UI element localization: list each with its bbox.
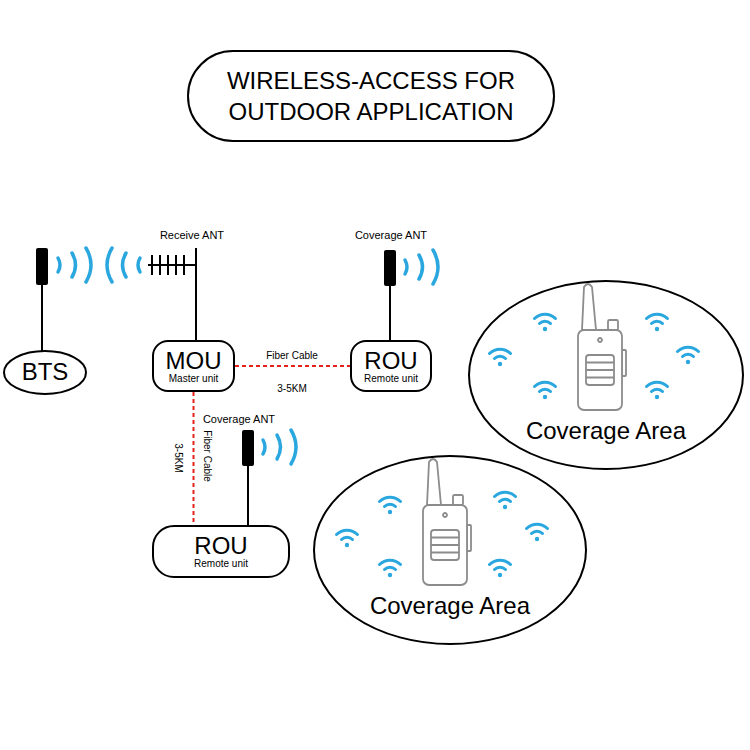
title: WIRELESS-ACCESS FOR OUTDOOR APPLICATION (211, 65, 531, 127)
node-title: Coverage Area (370, 593, 530, 618)
wifi-icon (527, 524, 548, 541)
antenna-cable (41, 284, 43, 351)
radio-wave (405, 260, 407, 274)
remote-unit-box: ROURemote unit (350, 340, 432, 392)
wifi-icon (337, 530, 358, 547)
text-group: Coverage Area (526, 418, 686, 443)
coverage-antenna (242, 430, 254, 526)
radio-wave (58, 258, 60, 272)
wifi-icon (490, 349, 511, 366)
radio-wave (433, 250, 438, 284)
wifi-icon (380, 560, 401, 577)
node-title: Coverage Area (526, 418, 686, 443)
text-group: ROURemote unit (194, 533, 248, 570)
coverage-area: Coverage Area (313, 455, 587, 645)
text-group: ROURemote unit (364, 348, 418, 385)
wifi-icon (535, 382, 556, 399)
radio-wave (123, 253, 127, 277)
antenna-label: Receive ANT (158, 229, 226, 241)
radio-waves (58, 248, 91, 282)
walkie-talkie (423, 459, 471, 585)
coverage-antenna (384, 250, 396, 341)
radio-wave (277, 435, 281, 459)
antenna-cable (389, 284, 391, 341)
node-subtitle: Remote unit (364, 374, 418, 385)
wifi-icon (647, 314, 668, 331)
antenna-body (36, 248, 48, 285)
text-group: BTS (22, 359, 69, 384)
ellipse-outline (314, 456, 586, 644)
radio-wave (138, 258, 140, 272)
coverage-area: Coverage Area (468, 280, 744, 470)
yagi-boom (148, 264, 196, 266)
fiber-cable (235, 365, 350, 367)
fiber-cable (193, 392, 195, 525)
radio-wave (419, 255, 423, 279)
title-box: WIRELESS-ACCESS FOR OUTDOOR APPLICATION (187, 50, 555, 142)
radio-wave (291, 430, 296, 464)
node-subtitle: Master unit (169, 374, 218, 385)
antenna-label: Coverage ANT (353, 229, 429, 241)
node-title: BTS (22, 359, 69, 384)
wifi-icon (495, 492, 516, 509)
radio-waves (107, 248, 140, 282)
antenna-mast (195, 248, 197, 341)
ellipse-outline (469, 281, 743, 469)
radio-wave (86, 248, 91, 282)
node-title: ROU (194, 533, 247, 558)
radio-wave (107, 248, 112, 282)
yagi-elements (152, 255, 184, 275)
wifi-icon (678, 347, 699, 364)
text-group: Coverage Area (370, 593, 530, 618)
bts-antenna (36, 248, 48, 351)
node-subtitle: Remote unit (194, 559, 248, 570)
remote-unit-box: ROURemote unit (152, 525, 290, 578)
bts-ellipse: BTS (3, 350, 87, 395)
antenna-body (242, 430, 254, 466)
node-title: ROU (364, 348, 417, 373)
wifi-icon (490, 560, 511, 577)
master-unit-box: MOUMaster unit (152, 340, 235, 392)
edge-label: Fiber Cable (264, 350, 320, 361)
antenna-body (384, 250, 396, 286)
wifi-icon (647, 382, 668, 399)
node-title: MOU (166, 348, 222, 373)
edge-label: Fiber Cable (202, 428, 213, 484)
distance-label: 3-5KM (173, 441, 184, 474)
radio-waves (263, 430, 296, 464)
walkie-talkie (578, 284, 626, 410)
radio-wave (263, 440, 265, 454)
wifi-icon (535, 314, 556, 331)
receive-antenna (148, 248, 196, 341)
wifi-icon (380, 497, 401, 514)
antenna-cable (247, 464, 249, 526)
radio-waves (405, 250, 438, 284)
radio-wave (72, 253, 76, 277)
antenna-label: Coverage ANT (201, 413, 277, 425)
distance-label: 3-5KM (275, 383, 308, 394)
ellipse-outline (4, 351, 86, 394)
text-group: MOUMaster unit (166, 348, 222, 385)
